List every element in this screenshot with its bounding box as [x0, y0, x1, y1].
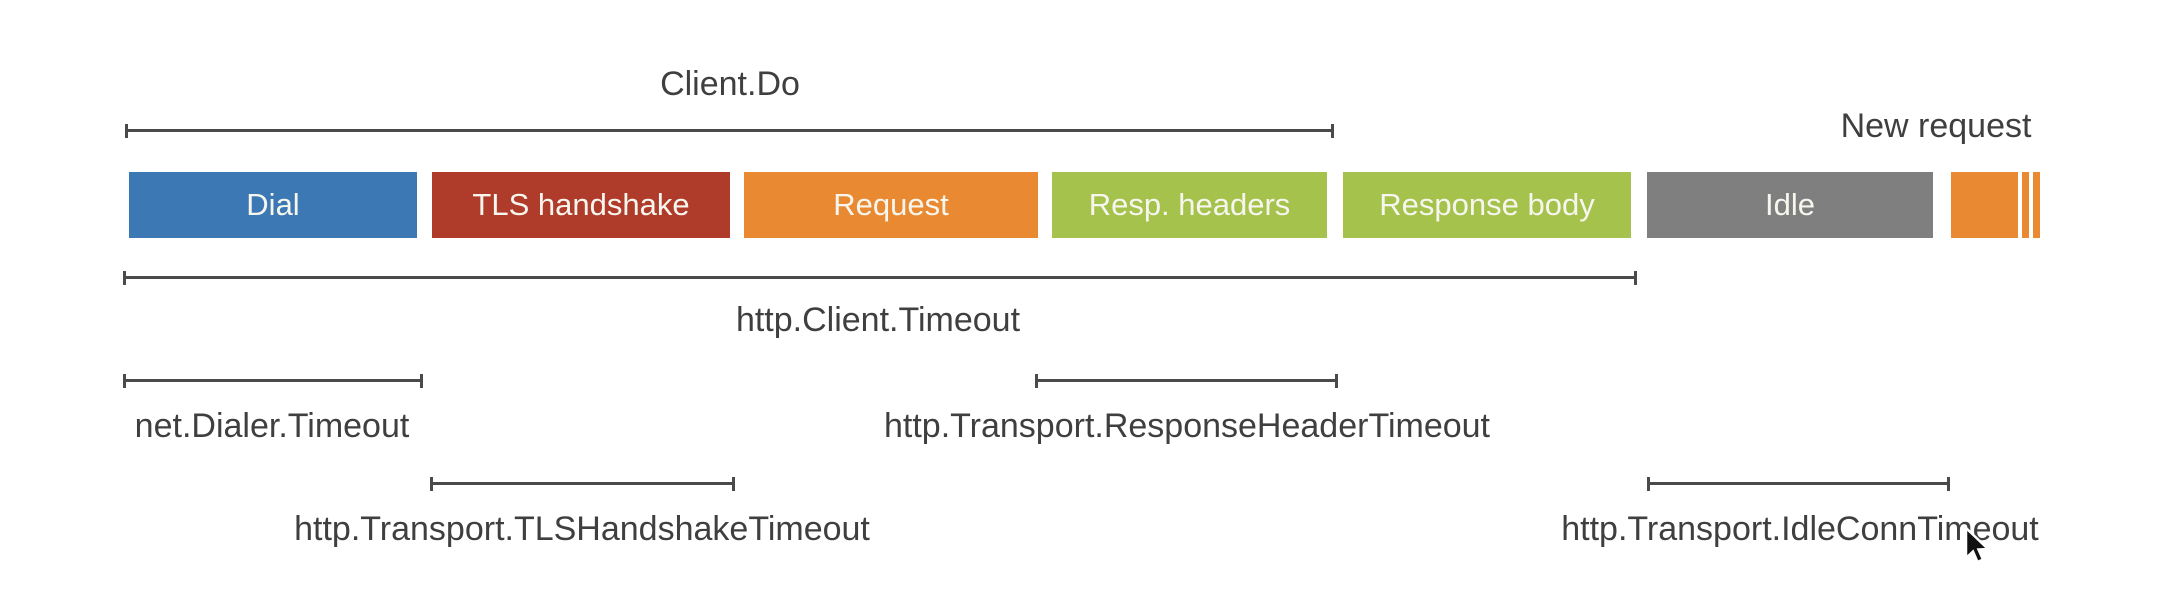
new-request-label: New request [1840, 107, 2032, 145]
bar-idle: Idle [1647, 172, 1933, 238]
bar-new-request-stripe-1 [2022, 172, 2029, 238]
client-do-label: Client.Do [660, 65, 800, 103]
bar-response-body: Response body [1343, 172, 1631, 238]
http-client-timeout-bracket [123, 271, 1637, 285]
tls-handshake-timeout-bracket [430, 477, 735, 491]
bar-resp-headers: Resp. headers [1052, 172, 1327, 238]
response-header-timeout-label: http.Transport.ResponseHeaderTimeout [883, 407, 1491, 445]
bar-dial: Dial [129, 172, 417, 238]
bar-new-request-stripe-2 [2033, 172, 2040, 238]
idle-conn-timeout-label: http.Transport.IdleConnTimeout [1561, 510, 2039, 548]
response-header-timeout-bracket [1035, 374, 1338, 388]
bar-request: Request [744, 172, 1038, 238]
client-do-bracket [125, 124, 1334, 138]
net-dialer-timeout-bracket [123, 374, 423, 388]
bar-new-request-stub [1951, 172, 2018, 238]
bar-tls-handshake: TLS handshake [432, 172, 730, 238]
http-client-timeout-label: http.Client.Timeout [735, 301, 1021, 339]
mouse-cursor-icon [1964, 526, 1991, 564]
net-dialer-timeout-label: net.Dialer.Timeout [134, 407, 410, 445]
tls-handshake-timeout-label: http.Transport.TLSHandshakeTimeout [294, 510, 870, 548]
idle-conn-timeout-bracket [1647, 477, 1950, 491]
